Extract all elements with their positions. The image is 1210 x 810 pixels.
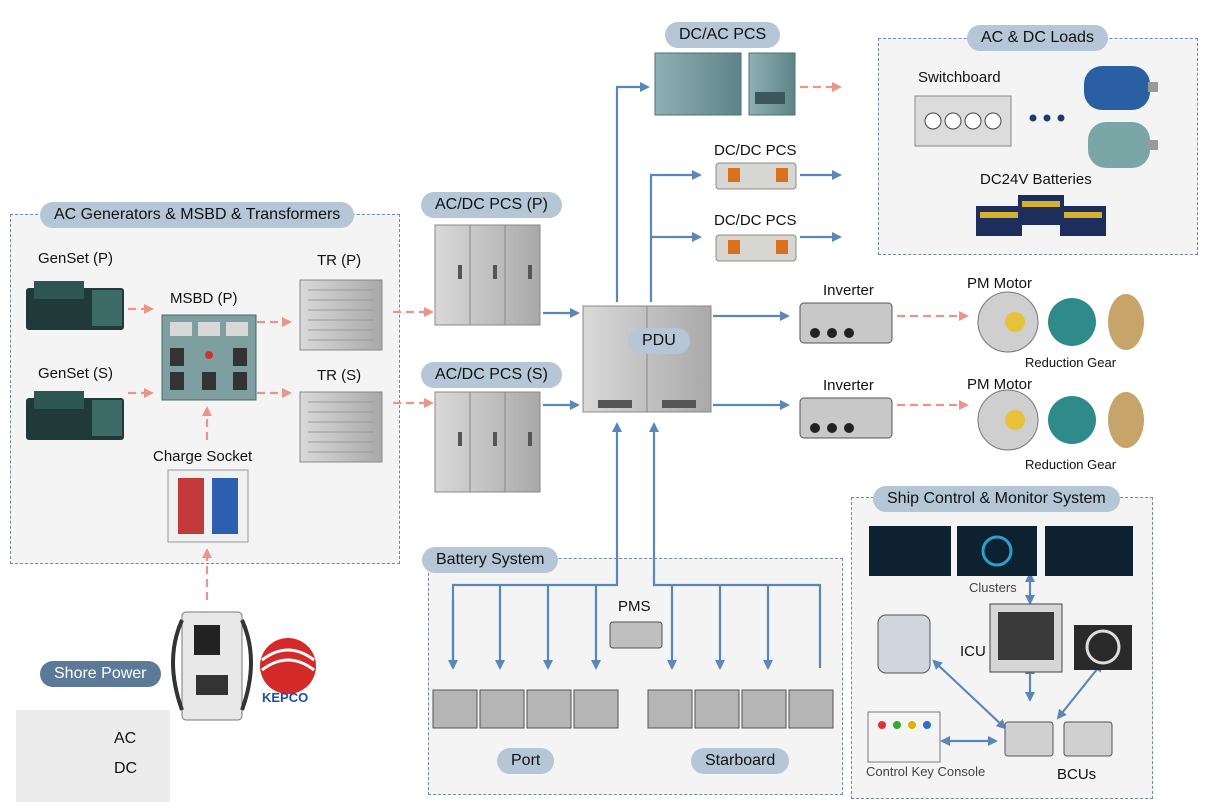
pms-image <box>609 621 663 649</box>
label-dc24v-batteries: DC24V Batteries <box>980 171 1092 188</box>
ellipsis-dots <box>1029 114 1065 122</box>
shore-charger-image <box>171 611 253 721</box>
ac-dc-pcs-p-image <box>434 224 541 326</box>
switchboard-image <box>914 95 1012 147</box>
label-pm-motor-1: PM Motor <box>967 275 1033 292</box>
msbd-image <box>161 314 257 401</box>
legend-box <box>16 710 170 802</box>
label-pm-motor-2: PM Motor <box>967 376 1033 393</box>
group-title-ac-dc-loads: AC & DC Loads <box>967 25 1108 51</box>
label-inverter-1: Inverter <box>823 282 874 299</box>
dc-connectors <box>448 82 1103 746</box>
kepco-logo-image <box>260 638 316 694</box>
group-title-ac-generators: AC Generators & MSBD & Transformers <box>40 202 355 228</box>
label-bcus: BCUs <box>1057 766 1097 783</box>
port-battery-packs <box>432 689 619 729</box>
group-title-shore-power: Shore Power <box>40 661 161 687</box>
label-tr-p: TR (P) <box>317 252 362 269</box>
label-control-key-console: Control Key Console <box>866 764 986 779</box>
inverter-1-image <box>799 302 893 344</box>
label-charge-socket: Charge Socket <box>153 448 253 465</box>
label-pdu: PDU <box>628 328 690 354</box>
label-genset-s: GenSet (S) <box>38 365 114 382</box>
label-inverter-2: Inverter <box>823 377 874 394</box>
label-switchboard: Switchboard <box>918 69 1001 86</box>
label-port: Port <box>497 748 555 774</box>
label-dc-dc-pcs-1: DC/DC PCS <box>714 142 797 159</box>
inverter-2-image <box>799 397 893 439</box>
dc-dc-pcs-2-image <box>715 234 797 262</box>
transformer-s-image <box>299 391 383 463</box>
genset-p-image <box>26 281 124 330</box>
label-kepco: KEPCO <box>262 690 309 705</box>
ac-connectors <box>128 82 969 600</box>
label-reduction-gear-2: Reduction Gear <box>1025 457 1117 472</box>
group-title-battery-system: Battery System <box>422 547 559 573</box>
ac-dc-pcs-s-image <box>434 391 541 493</box>
propeller-1-image <box>1108 294 1144 350</box>
cluster-screens <box>869 526 1133 576</box>
label-pms: PMS <box>618 598 651 615</box>
joystick-image <box>877 614 931 674</box>
reduction-gear-1-image <box>1048 298 1096 346</box>
starboard-battery-packs <box>647 689 834 729</box>
transformer-p-image <box>299 279 383 351</box>
label-ac-dc-pcs-p: AC/DC PCS (P) <box>421 192 562 218</box>
label-icu: ICU <box>960 643 986 660</box>
label-ac-dc-pcs-s: AC/DC PCS (S) <box>421 362 562 388</box>
helm-wheel-image <box>1074 625 1132 670</box>
icu-image <box>989 603 1063 673</box>
reduction-gear-2-image <box>1048 396 1096 444</box>
dc-ac-pcs-image <box>654 52 796 116</box>
genset-s-image <box>26 391 124 440</box>
label-starboard: Starboard <box>691 748 790 774</box>
legend-dc-label: DC <box>114 760 138 777</box>
label-msbd-p: MSBD (P) <box>170 290 238 307</box>
control-key-console-image <box>867 711 941 763</box>
ac-motor-teal-image <box>1088 122 1158 168</box>
ac-motor-blue-image <box>1084 66 1158 110</box>
label-reduction-gear-1: Reduction Gear <box>1025 355 1117 370</box>
pm-motor-1-image <box>977 291 1039 353</box>
label-genset-p: GenSet (P) <box>38 250 114 267</box>
label-dc-dc-pcs-2: DC/DC PCS <box>714 212 797 229</box>
legend-ac-label: AC <box>114 730 137 747</box>
label-clusters: Clusters <box>969 580 1017 595</box>
pm-motor-2-image <box>977 389 1039 451</box>
propeller-2-image <box>1108 392 1144 448</box>
charge-socket-image <box>167 469 249 543</box>
group-title-dc-ac-pcs: DC/AC PCS <box>665 22 781 48</box>
pdu-image <box>582 305 712 413</box>
bcu-images <box>1004 721 1113 757</box>
label-tr-s: TR (S) <box>317 367 362 384</box>
dc24v-batteries-image <box>976 195 1106 236</box>
group-title-ship-control: Ship Control & Monitor System <box>873 486 1120 512</box>
dc-dc-pcs-1-image <box>715 162 797 190</box>
